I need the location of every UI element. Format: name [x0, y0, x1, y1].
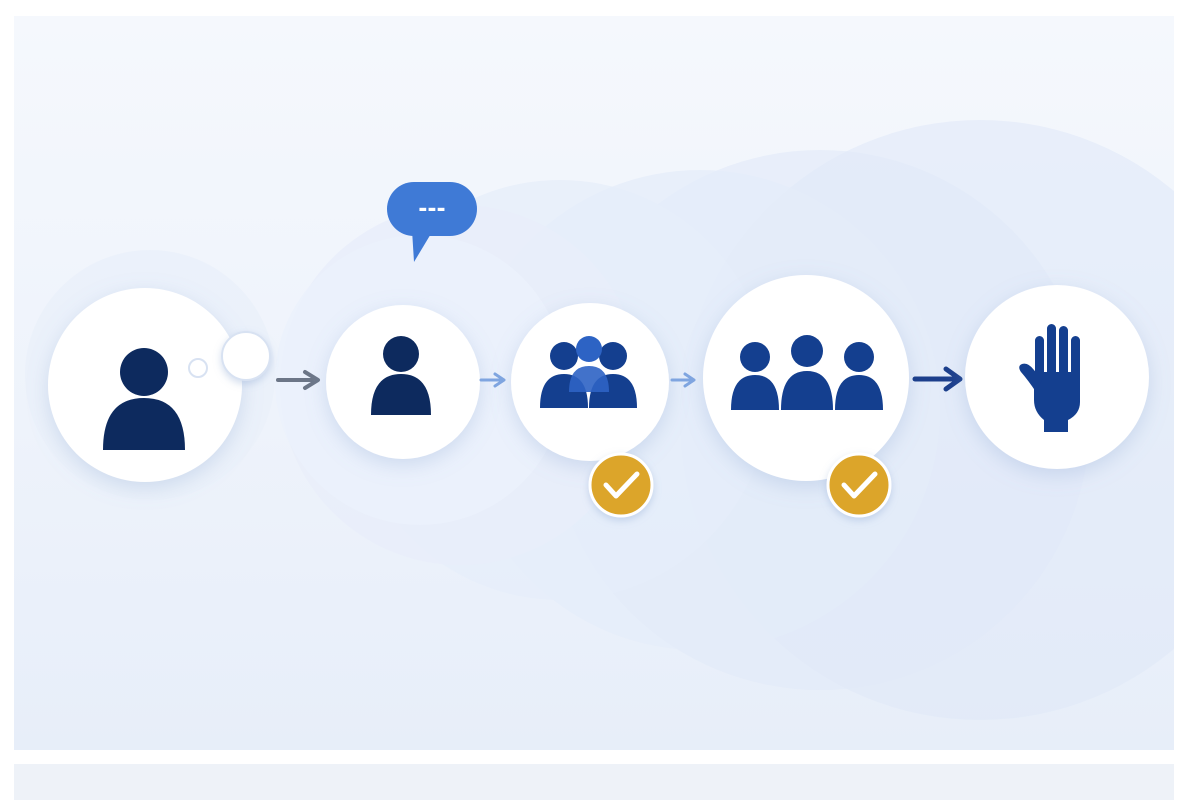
bottom-strip — [14, 764, 1174, 800]
step-pair — [511, 303, 669, 518]
flow-arrow — [479, 372, 506, 388]
flow-arrow — [276, 370, 320, 390]
people-group-large-icon — [731, 335, 883, 410]
people-group-small-icon — [540, 336, 637, 408]
step-speaker — [326, 305, 480, 459]
flow-arrow — [670, 372, 696, 388]
step-group — [703, 275, 909, 518]
speech-bubble-icon: --- — [387, 182, 477, 262]
raised-hand-icon — [1019, 324, 1080, 432]
step-individual — [48, 288, 271, 482]
step-raise-hand — [965, 285, 1149, 469]
speech-bubble-text: --- — [418, 197, 445, 222]
person-speaking-icon — [371, 336, 431, 415]
check-badge-icon — [826, 452, 892, 518]
person-thinking-icon — [103, 348, 185, 450]
flow-arrow — [912, 366, 963, 392]
check-badge-icon — [588, 452, 654, 518]
thought-bubble-icon — [188, 331, 271, 381]
